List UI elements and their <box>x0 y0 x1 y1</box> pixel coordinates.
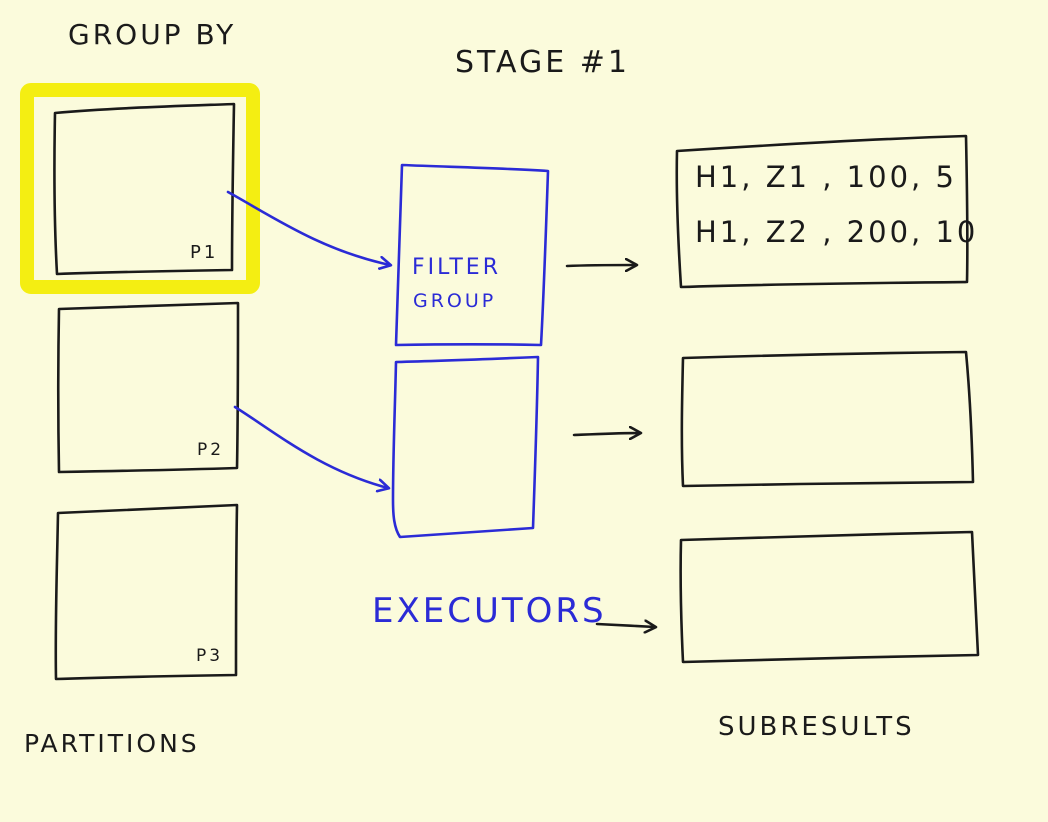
subresult-box-1 <box>675 134 969 289</box>
partition-tag-p2: P2 <box>197 440 224 460</box>
partition-highlight <box>20 83 260 294</box>
arrow-p2-to-executor <box>233 405 388 488</box>
partition-tag-p1: P1 <box>190 242 218 263</box>
partition-tag-p3: P3 <box>196 646 223 666</box>
executors-column: FILTER GROUP EXECUTORS <box>372 163 607 631</box>
arrow-executors-label-to-subresult <box>595 624 655 627</box>
subresult-box-2 <box>680 350 975 488</box>
arrow-executor1-to-subresult <box>565 265 636 266</box>
executor-box-1 <box>394 163 550 347</box>
subresult-row-1: H1, Z1 , 100, 5 <box>695 160 957 194</box>
arrow-executor2-to-subresult <box>572 433 640 435</box>
partitions-column: P1 P2 P3 PARTITIONS <box>20 83 260 758</box>
arrow-p1-to-executor <box>226 190 390 265</box>
subresult-box-3 <box>679 530 980 664</box>
partition-box-p3 <box>54 503 239 681</box>
subresult-row-2: H1, Z2 , 200, 10 <box>695 215 978 249</box>
stage-title: STAGE #1 <box>455 45 630 80</box>
partitions-label: PARTITIONS <box>24 729 200 758</box>
group-by-title: GROUP BY <box>68 18 236 51</box>
subresults-label: SUBRESULTS <box>718 712 915 742</box>
partition-box-p2 <box>56 301 240 474</box>
executors-label: EXECUTORS <box>372 591 607 631</box>
subresults-column: H1, Z1 , 100, 5 H1, Z2 , 200, 10 SUBRESU… <box>675 134 980 742</box>
executor-text-line2: GROUP <box>413 290 496 312</box>
executor-box-2 <box>391 355 540 539</box>
executor-text-line1: FILTER <box>412 255 501 280</box>
partition-box-p1 <box>53 102 236 276</box>
